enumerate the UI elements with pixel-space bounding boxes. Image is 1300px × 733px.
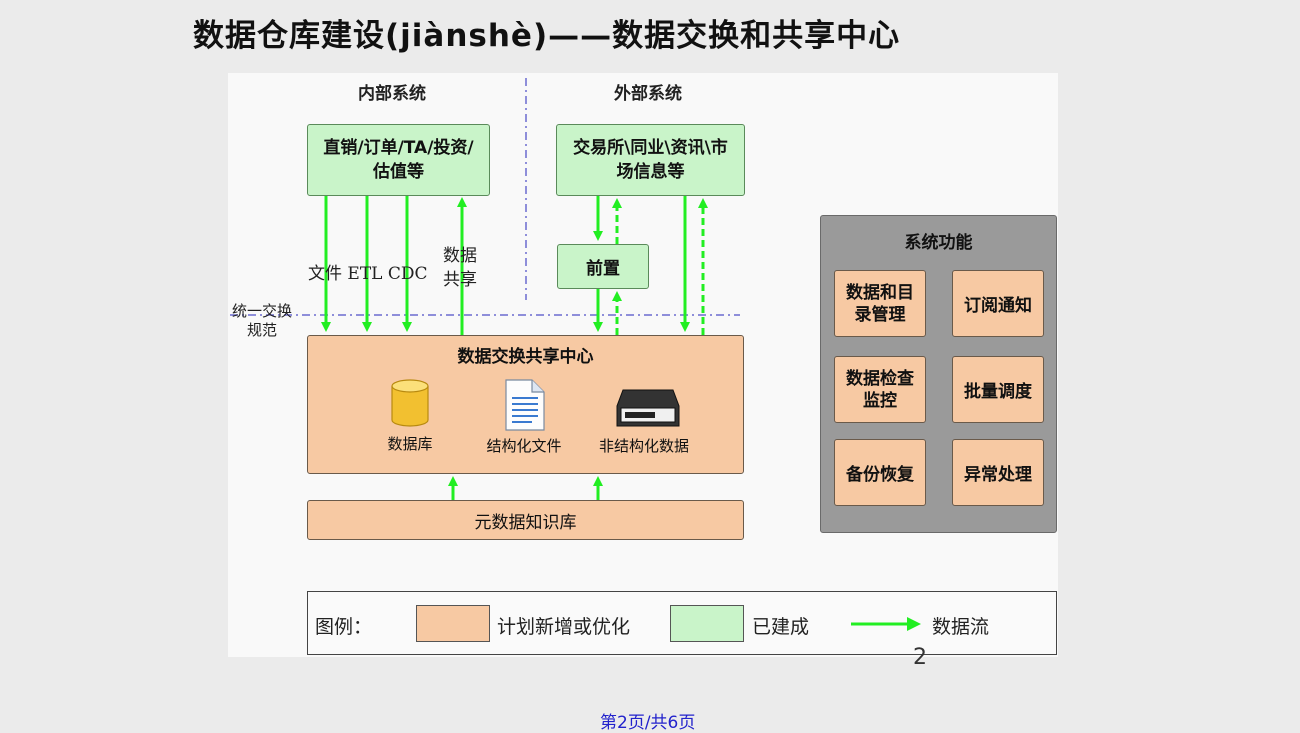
flow-label-data-share: 数据共享 <box>443 246 477 290</box>
metadata-knowledge-box: 元数据知识库 <box>307 500 744 540</box>
legend-flow-arrow-icon <box>851 617 921 631</box>
function-batch-scheduling: 批量调度 <box>952 356 1044 423</box>
legend-swatch-built <box>670 605 744 642</box>
storage-drive-icon <box>616 389 680 427</box>
unified-spec-label: 统一交换规范 <box>231 302 292 339</box>
legend: 图例： 计划新增或优化 已建成 数据流 <box>307 591 1057 655</box>
legend-label: 图例： <box>315 616 373 638</box>
legend-built-label: 已建成 <box>752 616 810 638</box>
slide-page-number: 2 <box>913 645 927 670</box>
external-systems-label: 外部系统 <box>614 84 682 104</box>
hub-item-structured-file: 结构化文件 <box>486 437 562 455</box>
function-data-check-monitor: 数据检查监控 <box>834 356 926 423</box>
legend-swatch-planned <box>416 605 490 642</box>
front-box-label: 前置 <box>586 259 620 279</box>
flow-label-file-etl-cdc: 文件 ETL CDC <box>308 264 428 284</box>
hub-item-database: 数据库 <box>387 435 433 453</box>
data-exchange-hub: 数据交换共享中心 数据库 结构化文件 非结构化数据 <box>307 335 744 474</box>
function-catalog-management: 数据和目录管理 <box>834 270 926 337</box>
metadata-label: 元数据知识库 <box>474 512 577 533</box>
internal-source-box: 直销/订单/TA/投资/估值等 <box>307 124 490 196</box>
legend-planned-label: 计划新增或优化 <box>497 616 631 638</box>
front-box: 前置 <box>557 244 649 289</box>
functions-title: 系统功能 <box>904 233 973 253</box>
hub-item-unstructured-data: 非结构化数据 <box>598 437 689 455</box>
page-title: 数据仓库建设(jiànshè)——数据交换和共享中心 <box>193 18 901 54</box>
internal-source-label: 直销/订单/TA/投资/估值等 <box>323 138 474 182</box>
structured-file-icon <box>505 379 545 431</box>
external-source-label: 交易所\同业\资讯\市场信息等 <box>573 138 728 182</box>
function-subscription-notice: 订阅通知 <box>952 270 1044 337</box>
database-icon <box>391 379 429 427</box>
page-footer: 第2页/共6页 <box>600 713 696 733</box>
legend-flow-label: 数据流 <box>932 616 990 638</box>
function-backup-restore: 备份恢复 <box>834 439 926 506</box>
external-source-box: 交易所\同业\资讯\市场信息等 <box>556 124 745 196</box>
function-exception-handling: 异常处理 <box>952 439 1044 506</box>
hub-title: 数据交换共享中心 <box>457 347 594 367</box>
internal-systems-label: 内部系统 <box>358 84 426 104</box>
